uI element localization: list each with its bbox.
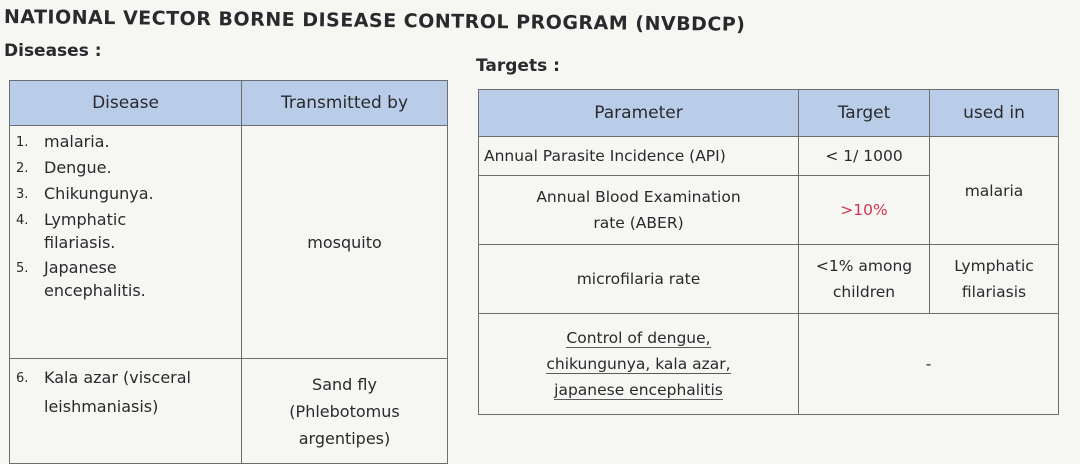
sandfly-disease-list: 6. Kala azar (visceral leishmaniasis) bbox=[16, 363, 237, 421]
diseases-header-row: Disease Transmitted by bbox=[9, 80, 448, 126]
target-aber: >10% bbox=[798, 175, 930, 245]
header-used-in: used in bbox=[929, 89, 1059, 137]
disease-name: Japanese encephalitis. bbox=[44, 258, 146, 300]
item-number: 5. bbox=[16, 261, 29, 276]
disease-name: Lymphatic filariasis. bbox=[44, 210, 127, 252]
table-row: Annual Parasite Incidence (API) < 1/ 100… bbox=[478, 136, 1059, 245]
parameter-control: Control of dengue, chikungunya, kala aza… bbox=[478, 313, 799, 415]
used-in-malaria: malaria bbox=[929, 136, 1059, 245]
vector-sandfly: Sand fly (Phlebotomus argentipes) bbox=[241, 358, 448, 464]
table-row: 1. malaria. 2. Dengue. 3. Chikungunya. 4… bbox=[9, 125, 448, 359]
header-transmitted-by: Transmitted by bbox=[241, 80, 448, 126]
mosquito-diseases-cell: 1. malaria. 2. Dengue. 3. Chikungunya. 4… bbox=[9, 125, 242, 359]
table-row: Annual Blood Examination rate (ABER) >10… bbox=[478, 175, 1059, 245]
list-item: 6. Kala azar (visceral leishmaniasis) bbox=[16, 363, 237, 421]
list-item: 5. Japanese encephalitis. bbox=[16, 256, 237, 302]
disease-name: Chikungunya. bbox=[44, 184, 154, 203]
parameter-api: Annual Parasite Incidence (API) bbox=[478, 136, 799, 176]
list-item: 2. Dengue. bbox=[16, 156, 237, 180]
table-row: Control of dengue, chikungunya, kala aza… bbox=[478, 313, 1059, 415]
used-in-lymphatic-filariasis: Lymphatic filariasis bbox=[929, 244, 1059, 314]
item-number: 6. bbox=[16, 371, 29, 386]
header-target: Target bbox=[798, 89, 930, 137]
target-api: < 1/ 1000 bbox=[798, 136, 930, 176]
sandfly-diseases-cell: 6. Kala azar (visceral leishmaniasis) bbox=[9, 358, 242, 464]
parameter-microfilaria: microfilaria rate bbox=[478, 244, 799, 314]
disease-name: Dengue. bbox=[44, 158, 112, 177]
item-number: 2. bbox=[16, 161, 29, 176]
header-disease: Disease bbox=[9, 80, 242, 126]
table-row: microfilaria rate <1% among children Lym… bbox=[478, 244, 1059, 314]
diseases-table: Disease Transmitted by 1. malaria. 2. De… bbox=[9, 80, 448, 464]
control-text: Control of dengue, chikungunya, kala aza… bbox=[546, 329, 731, 400]
item-number: 4. bbox=[16, 213, 29, 228]
vector-mosquito: mosquito bbox=[241, 125, 448, 359]
diseases-label: Diseases : bbox=[4, 41, 102, 61]
targets-table: Parameter Target used in Annual Parasite… bbox=[478, 89, 1059, 415]
parameter-aber: Annual Blood Examination rate (ABER) bbox=[478, 175, 799, 245]
disease-name: malaria. bbox=[44, 132, 110, 151]
target-control: - bbox=[798, 313, 1059, 415]
table-row: 6. Kala azar (visceral leishmaniasis) Sa… bbox=[9, 358, 448, 464]
list-item: 1. malaria. bbox=[16, 130, 237, 154]
mosquito-disease-list: 1. malaria. 2. Dengue. 3. Chikungunya. 4… bbox=[16, 130, 237, 302]
targets-header-row: Parameter Target used in bbox=[478, 89, 1059, 137]
header-parameter: Parameter bbox=[478, 89, 799, 137]
item-number: 3. bbox=[16, 187, 29, 202]
list-item: 4. Lymphatic filariasis. bbox=[16, 208, 237, 254]
page-title: NATIONAL VECTOR BORNE DISEASE CONTROL PR… bbox=[3, 6, 746, 36]
targets-label: Targets : bbox=[476, 56, 560, 76]
disease-name: Kala azar (visceral leishmaniasis) bbox=[44, 368, 191, 416]
target-microfilaria: <1% among children bbox=[798, 244, 930, 314]
list-item: 3. Chikungunya. bbox=[16, 182, 237, 206]
item-number: 1. bbox=[16, 135, 29, 150]
